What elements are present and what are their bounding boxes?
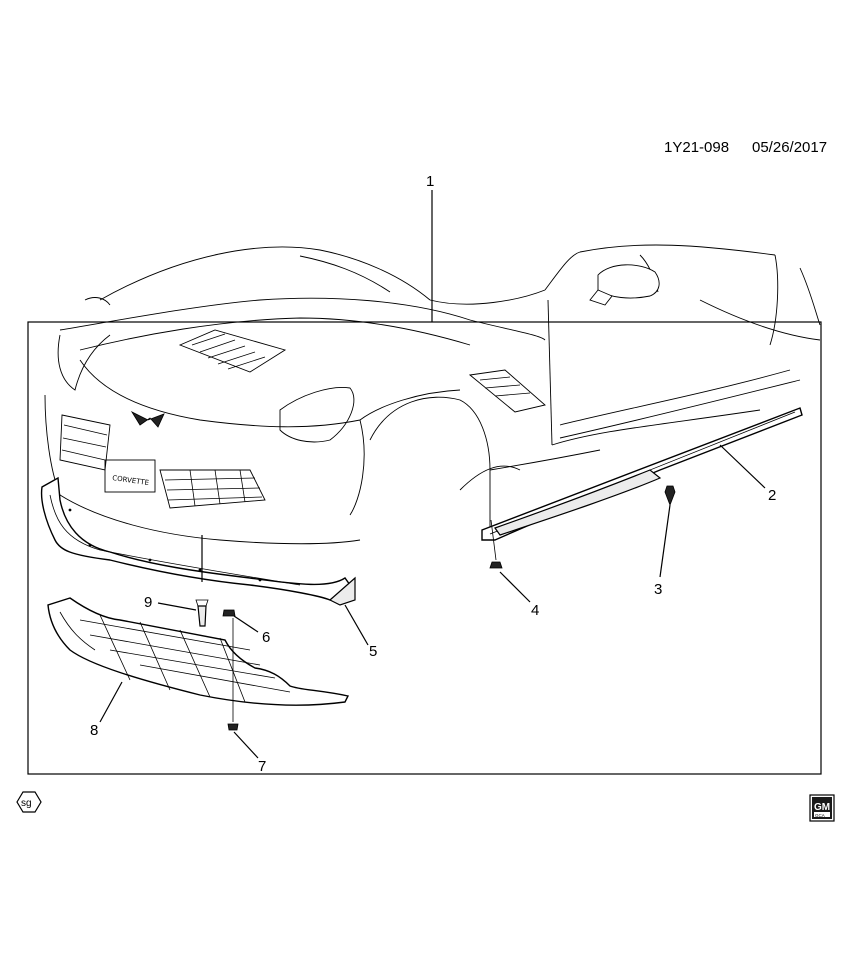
leader-line-8: [99, 681, 123, 723]
callout-6: 6: [262, 629, 270, 646]
part-6-nut: [222, 609, 236, 617]
leader-line-9: [157, 602, 197, 611]
callout-9: 9: [144, 594, 152, 611]
part-9-retainer: [195, 599, 209, 627]
assembly-frame: [27, 321, 822, 775]
diagram-id: 1Y21-098: [664, 139, 729, 156]
callout-1: 1: [426, 173, 434, 190]
leader-line-7: [233, 731, 259, 759]
callout-8: 8: [90, 722, 98, 739]
leader-line-6: [233, 615, 259, 633]
callout-7: 7: [258, 758, 266, 775]
leader-line-4: [499, 571, 531, 603]
callout-2: 2: [768, 487, 776, 504]
sg-badge-label: sg: [21, 798, 32, 809]
part-5-front-splitter: [40, 476, 356, 606]
gm-logo: GM GCA: [809, 794, 835, 822]
sg-badge: sg: [16, 791, 42, 813]
svg-text:CORVETTE: CORVETTE: [112, 474, 150, 487]
gm-logo-bottom: GCA: [815, 813, 825, 818]
leader-line-3: [659, 504, 671, 578]
callout-4: 4: [531, 602, 539, 619]
part-3-push-pin: [664, 485, 676, 507]
vehicle-body-outline: CORVETTE: [44, 244, 821, 545]
callout-3: 3: [654, 581, 662, 598]
part-8-air-deflector: [47, 597, 350, 706]
diagram-date: 05/26/2017: [752, 139, 827, 156]
leader-line-2: [719, 444, 766, 489]
part-4-nut: [489, 519, 503, 569]
gm-logo-top: GM: [814, 802, 830, 813]
part-7-bolt: [227, 618, 239, 731]
part-2-rocker-extension: [481, 407, 803, 541]
callout-5: 5: [369, 643, 377, 660]
leader-line-5: [344, 604, 369, 646]
